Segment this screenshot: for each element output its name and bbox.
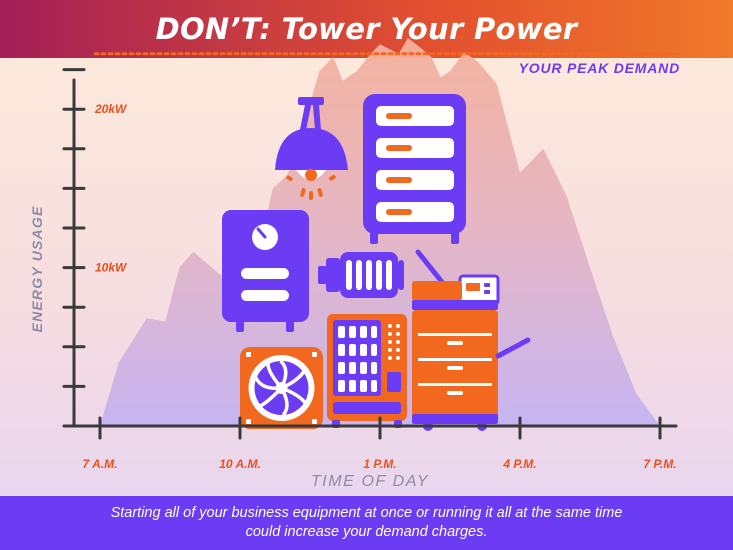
- x-axis-label: TIME OF DAY: [311, 473, 429, 490]
- electric-motor-icon: [318, 252, 404, 298]
- y-axis-ticks: 10kW 20kW: [62, 68, 128, 428]
- energy-usage-chart: YOUR PEAK DEMAND: [29, 37, 682, 490]
- vending-machine-icon: [327, 314, 407, 428]
- water-heater-icon: [222, 210, 309, 332]
- server-rack-icon: [363, 94, 466, 244]
- cooling-fan-icon: [240, 347, 323, 429]
- x-tick-label: 10 A.M.: [219, 457, 261, 471]
- ceiling-lamp-icon: [275, 97, 348, 200]
- title-banner: DON’T: Tower Your Power: [0, 0, 733, 58]
- x-tick-label: 1 P.M.: [363, 457, 396, 471]
- chart-axes: [72, 78, 678, 428]
- peak-demand-label: YOUR PEAK DEMAND: [519, 60, 680, 76]
- x-tick-label: 4 P.M.: [502, 457, 536, 471]
- y-tick-label: 20kW: [94, 102, 128, 116]
- footer-text: Starting all of your business equipment …: [110, 505, 623, 540]
- y-tick-label: 10kW: [95, 261, 128, 275]
- x-axis-ticks: 7 A.M. 10 A.M. 1 P.M. 4 P.M. 7 P.M.: [83, 416, 677, 471]
- page-title: DON’T: Tower Your Power: [155, 12, 578, 46]
- footer-banner: Starting all of your business equipment …: [0, 496, 733, 550]
- copier-icon: [412, 249, 531, 431]
- y-axis-label: ENERGY USAGE: [29, 206, 45, 333]
- x-tick-label: 7 A.M.: [83, 457, 118, 471]
- x-tick-label: 7 P.M.: [643, 457, 676, 471]
